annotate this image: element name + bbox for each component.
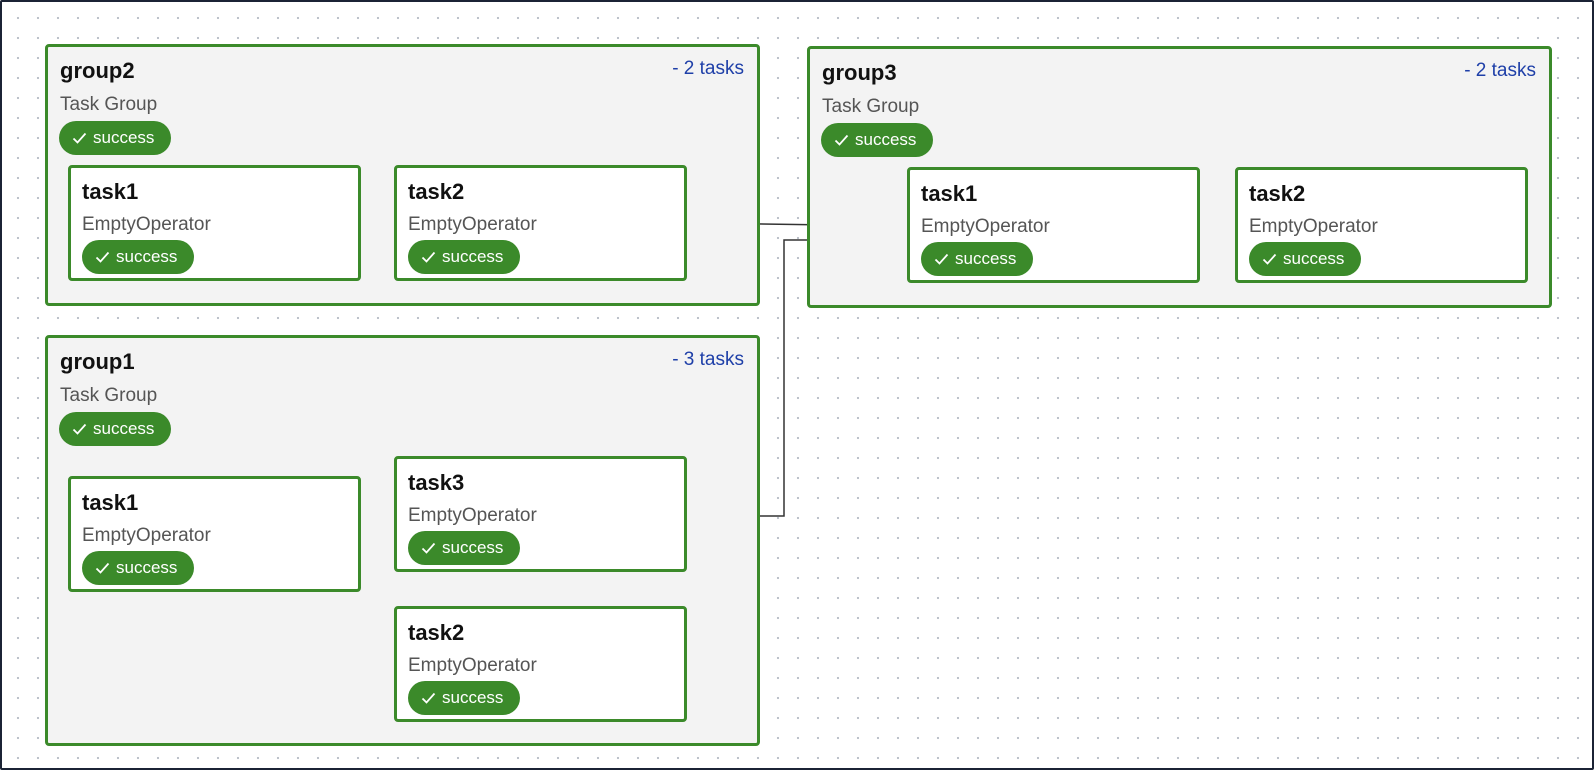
task-operator: EmptyOperator (408, 505, 537, 526)
status-text: success (1283, 249, 1345, 268)
status-badge: success (59, 412, 172, 446)
status-text: success (442, 247, 504, 266)
status-badge: success (82, 240, 195, 274)
status-badge: success (408, 681, 521, 715)
group-collapse-toggle[interactable]: - 2 tasks (672, 58, 744, 79)
status-text: success (442, 688, 504, 707)
task-group-group2[interactable]: group2 - 2 tasks Task Group success task… (45, 44, 760, 306)
group-collapse-toggle[interactable]: - 2 tasks (1464, 60, 1536, 81)
task-node-group2-task2[interactable]: task2 EmptyOperator success (394, 165, 687, 281)
check-icon (72, 132, 87, 144)
task-operator: EmptyOperator (82, 214, 211, 235)
task-title: task1 (82, 179, 139, 204)
task-group-group1[interactable]: group1 - 3 tasks Task Group success task… (45, 335, 760, 746)
task-operator: EmptyOperator (82, 525, 211, 546)
task-title: task2 (408, 179, 465, 204)
status-text: success (855, 130, 917, 149)
check-icon (95, 562, 110, 574)
check-icon (834, 134, 849, 146)
status-badge: success (82, 551, 195, 585)
check-icon (95, 251, 110, 263)
group-title: group2 (60, 58, 135, 83)
task-node-group2-task1[interactable]: task1 EmptyOperator success (68, 165, 361, 281)
status-text: success (93, 128, 155, 147)
task-title: task2 (408, 620, 465, 645)
status-badge: success (1249, 242, 1362, 276)
task-node-group1-task3[interactable]: task3 EmptyOperator success (394, 456, 687, 572)
task-title: task3 (408, 470, 465, 495)
group-type-label: Task Group (822, 96, 920, 117)
status-badge: success (59, 121, 172, 155)
status-badge: success (408, 240, 521, 274)
check-icon (421, 542, 436, 554)
task-title: task2 (1249, 181, 1306, 206)
check-icon (1262, 253, 1277, 265)
task-node-group1-task1[interactable]: task1 EmptyOperator success (68, 476, 361, 592)
status-text: success (116, 558, 178, 577)
task-node-group3-task1[interactable]: task1 EmptyOperator success (907, 167, 1200, 283)
check-icon (421, 251, 436, 263)
status-text: success (442, 538, 504, 557)
task-node-group3-task2[interactable]: task2 EmptyOperator success (1235, 167, 1528, 283)
status-text: success (955, 249, 1017, 268)
group-title: group3 (822, 60, 897, 85)
status-text: success (93, 419, 155, 438)
check-icon (72, 423, 87, 435)
status-text: success (116, 247, 178, 266)
group-type-label: Task Group (60, 94, 158, 115)
group-type-label: Task Group (60, 385, 158, 406)
task-operator: EmptyOperator (408, 655, 537, 676)
check-icon (421, 692, 436, 704)
task-title: task1 (82, 490, 139, 515)
status-badge: success (921, 242, 1034, 276)
task-node-group1-task2[interactable]: task2 EmptyOperator success (394, 606, 687, 722)
status-badge: success (408, 531, 521, 565)
task-operator: EmptyOperator (921, 216, 1050, 237)
status-badge: success (821, 123, 934, 157)
task-operator: EmptyOperator (408, 214, 537, 235)
check-icon (934, 253, 949, 265)
task-title: task1 (921, 181, 978, 206)
group-title: group1 (60, 349, 135, 374)
task-operator: EmptyOperator (1249, 216, 1378, 237)
task-group-group3[interactable]: group3 - 2 tasks Task Group success task… (807, 46, 1552, 308)
group-collapse-toggle[interactable]: - 3 tasks (672, 349, 744, 370)
